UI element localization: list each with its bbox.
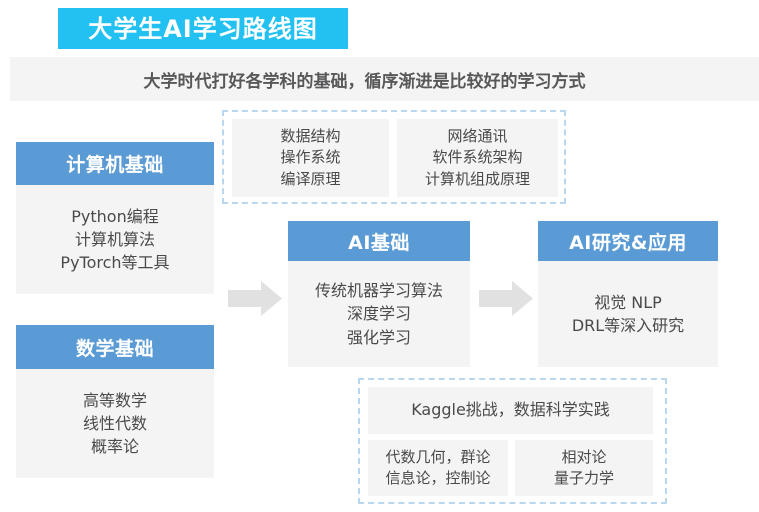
- card-mathematics-title: 数学基础: [16, 325, 214, 369]
- card-computer-science-body: Python编程 计算机算法 PyTorch等工具: [16, 185, 214, 294]
- card-line: DRL等深入研究: [571, 316, 685, 335]
- card-line: Python编程: [71, 206, 159, 226]
- panel-line: 信息论，控制论: [385, 469, 491, 487]
- panel-line: 软件系统架构: [432, 148, 523, 167]
- subtitle-band: 大学时代打好各学科的基础，循序渐进是比较好的学习方式: [10, 57, 759, 101]
- card-ai-foundation: AI基础 传统机器学习算法 深度学习 强化学习: [288, 221, 470, 367]
- card-line: 高等数学: [82, 390, 147, 410]
- card-line: 概率论: [90, 437, 139, 457]
- card-line: 深度学习: [346, 304, 411, 324]
- card-line: 线性代数: [82, 413, 147, 433]
- card-computer-science-title: 计算机基础: [16, 142, 214, 185]
- card-line: PyTorch等工具: [60, 253, 170, 273]
- card-line: 强化学习: [346, 327, 411, 347]
- card-ai-foundation-title: AI基础: [288, 221, 470, 261]
- card-ai-research-body: 视觉 NLP DRL等深入研究: [538, 261, 718, 367]
- group-cs-topics: 数据结构 操作系统 编译原理 网络通讯 软件系统架构 计算机组成原理: [222, 110, 566, 204]
- panel-line: 相对论: [561, 447, 607, 466]
- panel-kaggle-practice: Kaggle挑战，数据科学实践: [368, 387, 653, 434]
- subtitle-text: 大学时代打好各学科的基础，循序渐进是比较好的学习方式: [143, 71, 586, 92]
- panel-systems-networking: 网络通讯 软件系统架构 计算机组成原理: [397, 119, 558, 197]
- panel-line: 计算机组成原理: [424, 169, 530, 188]
- panel-line: 量子力学: [553, 469, 614, 487]
- panel-line: 编译原理: [280, 169, 341, 188]
- group-advanced-topics: Kaggle挑战，数据科学实践 代数几何，群论 信息论，控制论 相对论 量子力学: [358, 378, 667, 504]
- card-line: 视觉 NLP: [594, 292, 662, 312]
- card-ai-foundation-body: 传统机器学习算法 深度学习 强化学习: [288, 261, 470, 367]
- page-title-banner: 大学生AI学习路线图: [58, 8, 348, 49]
- panel-advanced-physics: 相对论 量子力学: [515, 440, 653, 496]
- panel-core-cs: 数据结构 操作系统 编译原理: [232, 119, 389, 197]
- card-ai-research-title: AI研究&应用: [538, 221, 718, 261]
- panel-line: 代数几何，群论: [385, 447, 491, 466]
- panel-line: Kaggle挑战，数据科学实践: [411, 400, 610, 420]
- arrow-right-icon: [479, 281, 533, 316]
- card-computer-science: 计算机基础 Python编程 计算机算法 PyTorch等工具: [16, 142, 214, 294]
- panel-line: 网络通讯: [447, 127, 508, 146]
- card-mathematics: 数学基础 高等数学 线性代数 概率论: [16, 325, 214, 478]
- card-mathematics-body: 高等数学 线性代数 概率论: [16, 369, 214, 478]
- panel-line: 数据结构: [280, 127, 341, 146]
- card-line: 传统机器学习算法: [314, 281, 443, 301]
- panel-line: 操作系统: [280, 148, 341, 167]
- arrow-right-icon: [228, 281, 282, 316]
- card-ai-research: AI研究&应用 视觉 NLP DRL等深入研究: [538, 221, 718, 367]
- panel-advanced-math: 代数几何，群论 信息论，控制论: [368, 440, 508, 496]
- card-line: 计算机算法: [74, 229, 155, 249]
- page-title: 大学生AI学习路线图: [88, 14, 318, 43]
